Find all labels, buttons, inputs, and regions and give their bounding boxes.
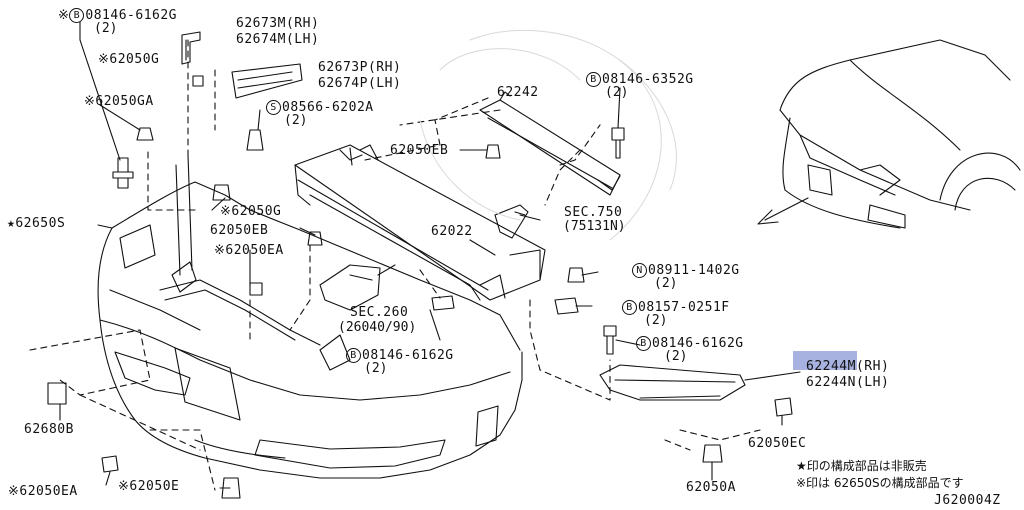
label-62050ec[interactable]: 62050EC xyxy=(748,436,807,451)
quantity-label: (2) xyxy=(94,21,118,36)
note-component: ※印は 62650Sの構成部品です xyxy=(796,476,964,490)
label-62674m[interactable]: 62674M(LH) xyxy=(236,32,320,47)
inner-side-brackets xyxy=(171,31,303,293)
note-non-sale: ★印の構成部品は非販売 xyxy=(796,459,927,473)
note-component-part-b: の構成部品です xyxy=(879,476,964,490)
label-62242[interactable]: 62242 xyxy=(497,85,539,100)
kome-mark: ※ xyxy=(8,484,20,499)
star-mark: ★ xyxy=(7,216,16,231)
quantity-label: (2) xyxy=(364,361,388,376)
diagram-code: J620004Z xyxy=(934,493,1001,508)
label-62680b[interactable]: 62680B xyxy=(24,422,74,437)
part-number: 62050G xyxy=(109,52,160,67)
quantity-label: (2) xyxy=(284,113,308,128)
nut-symbol-icon: N xyxy=(632,263,647,278)
assembly-dashed-lines xyxy=(29,39,761,491)
direction-arrow xyxy=(757,197,809,225)
bolt-symbol-icon: B xyxy=(586,72,601,87)
label-62674p[interactable]: 62674P(LH) xyxy=(318,76,402,91)
upper-stay xyxy=(479,91,621,196)
bolt-symbol-icon: B xyxy=(622,300,637,315)
vehicle-silhouette xyxy=(779,39,1021,229)
label-62050eb-right[interactable]: 62050EB xyxy=(390,143,449,158)
label-62050ea-mid[interactable]: ※62050EA xyxy=(214,244,284,258)
part-number: 08157-0251F xyxy=(638,300,730,315)
highlight-marker xyxy=(793,351,857,370)
part-number: 62050E xyxy=(129,479,180,494)
quantity-label: (2) xyxy=(644,313,668,328)
part-number: 62050G xyxy=(231,204,282,219)
bolt-symbol-icon: B xyxy=(69,8,85,23)
label-62673p[interactable]: 62673P(RH) xyxy=(318,60,402,75)
kome-mark: ※ xyxy=(214,243,226,258)
label-62050ea-bottom[interactable]: ※62050EA xyxy=(8,485,78,499)
bumper-reinforcement xyxy=(294,144,546,301)
label-62050eb-left[interactable]: 62050EB xyxy=(210,223,269,238)
quantity-label: (2) xyxy=(654,276,678,291)
part-number: 62050GA xyxy=(95,94,154,109)
quantity-label: (2) xyxy=(605,85,629,100)
kome-mark: ※ xyxy=(58,8,70,23)
label-62244m[interactable]: 62244M(RH) xyxy=(806,359,890,374)
part-number: 08146-6162G xyxy=(85,8,177,23)
bolt-symbol-icon: B xyxy=(636,336,651,351)
side-mount-brackets xyxy=(319,204,529,311)
label-62050g-top[interactable]: ※62050G xyxy=(98,53,159,67)
label-62673m[interactable]: 62673M(RH) xyxy=(236,16,320,31)
bumper-fascia xyxy=(97,181,523,479)
screw-symbol-icon: S xyxy=(266,100,281,115)
section-sub-label: (75131N) xyxy=(563,219,626,234)
quantity-label: (2) xyxy=(664,349,688,364)
label-62244n[interactable]: 62244N(LH) xyxy=(806,375,890,390)
part-number: 62050EA xyxy=(225,243,284,258)
kome-mark: ※ xyxy=(220,204,232,219)
label-62022[interactable]: 62022 xyxy=(431,224,473,239)
label-62650s[interactable]: ★62650S xyxy=(7,217,65,231)
label-62050g-mid[interactable]: ※62050G xyxy=(220,205,281,219)
side-bracket-62244 xyxy=(599,364,746,401)
bolt-symbol-icon: B xyxy=(346,348,361,363)
fasteners xyxy=(47,75,793,499)
part-number: 08566-6202A xyxy=(282,100,374,115)
kome-mark: ※ xyxy=(98,52,110,67)
label-62050e[interactable]: ※62050E xyxy=(118,480,179,494)
part-number: 08146-6352G xyxy=(602,72,694,87)
leader-lines xyxy=(59,21,801,489)
section-sub-label: (26040/90) xyxy=(338,320,417,335)
part-number: 62650S xyxy=(15,216,66,231)
part-number: 08146-6162G xyxy=(362,348,454,363)
part-number: 62050EA xyxy=(19,484,78,499)
label-62050a[interactable]: 62050A xyxy=(686,480,736,495)
kome-mark: ※ xyxy=(118,479,130,494)
part-number: 08146-6162G xyxy=(652,336,744,351)
label-sec-750[interactable]: SEC.750 xyxy=(564,205,623,220)
note-component-part-a: ※印は 62650S xyxy=(796,476,880,490)
background-watermark xyxy=(419,29,677,241)
label-sec-260[interactable]: SEC.260 xyxy=(350,305,409,320)
label-62050ga[interactable]: ※62050GA xyxy=(84,95,154,109)
part-number: 08911-1402G xyxy=(648,263,740,278)
kome-mark: ※ xyxy=(84,94,96,109)
